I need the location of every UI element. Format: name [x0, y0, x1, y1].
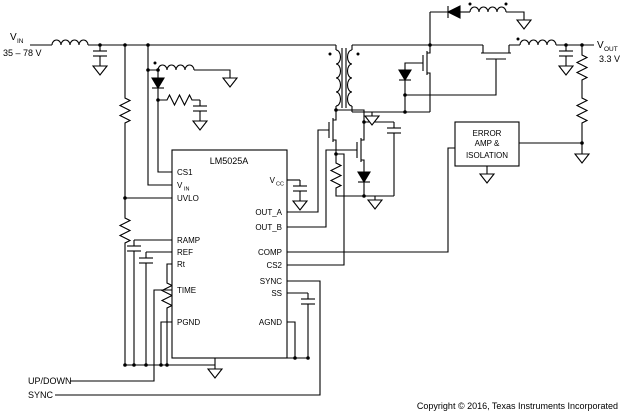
pin-cs2-label: CS2 — [266, 261, 282, 270]
rt-resistor-icon — [161, 279, 173, 311]
freewheel-fet-icon — [415, 44, 431, 82]
power-input-section — [30, 39, 336, 76]
uvlo-resistor-bottom-icon — [119, 214, 131, 246]
clamp-diode-icon — [357, 171, 371, 183]
pin-cs1-label: CS1 — [177, 168, 193, 177]
primary-fet-stage — [321, 109, 402, 210]
ic-lm5025a: LM5025A CS1 V IN UVLO RAMP REF Rt TIME P… — [171, 149, 288, 359]
vcc-cap-icon — [292, 179, 308, 198]
error-amp-label-line2: AMP & — [475, 139, 500, 148]
ramp-cap-icon — [126, 239, 142, 258]
pin-vin-sub-label: IN — [184, 187, 190, 193]
vin-sub-label: IN — [17, 38, 24, 45]
output-filter — [519, 44, 590, 164]
vout-label: V — [597, 40, 604, 51]
output-cap-icon — [558, 44, 574, 63]
uvlo-divider — [119, 45, 172, 365]
feedback-resistor-top-icon — [576, 51, 588, 83]
vout-value-label: 3.3 V — [599, 54, 620, 64]
copyright-text: Copyright © 2016, Texas Instruments Inco… — [417, 401, 618, 411]
pin-outb-label: OUT_B — [255, 223, 282, 232]
ic-name-label: LM5025A — [210, 156, 249, 166]
main-fet-icon — [321, 111, 337, 149]
ground-icon — [558, 61, 574, 76]
ground-icon — [574, 149, 590, 164]
pin-vcc-label: V — [270, 176, 276, 185]
ground-icon — [92, 61, 108, 76]
pin-ramp-label: RAMP — [177, 236, 200, 245]
vin-label: V — [10, 32, 17, 43]
ground-icon — [364, 111, 380, 126]
junction-dots — [98, 2, 584, 367]
vin-range-label: 35 – 78 V — [3, 48, 42, 58]
input-inductor-icon — [51, 39, 89, 46]
input-cap-icon — [92, 44, 108, 63]
output-inductor-icon — [519, 39, 557, 46]
bias-resistor-icon — [163, 94, 195, 106]
bias-inductor-icon — [157, 64, 195, 71]
error-amp-label-line3: ISOLATION — [466, 151, 508, 160]
ref-cap-icon — [138, 251, 154, 270]
control-passives — [125, 239, 223, 379]
error-amp-label-line1: ERROR — [473, 129, 502, 138]
pin-sync-label: SYNC — [260, 277, 282, 286]
pin-outa-label: OUT_A — [255, 208, 282, 217]
forward-fet-icon — [405, 45, 511, 96]
transformer-primary-icon — [335, 49, 342, 107]
sync-rectifier-stage — [352, 39, 594, 126]
pin-vcc-sub-label: CC — [276, 182, 284, 188]
pin-uvlo-label: UVLO — [177, 194, 199, 203]
reset-inductor-icon — [469, 6, 507, 13]
ground-icon — [207, 364, 223, 379]
pin-ref-label: REF — [177, 248, 193, 257]
pin-vin-label: V — [177, 181, 183, 190]
ss-cap-icon — [300, 292, 316, 311]
transformer-secondary-icon — [346, 49, 353, 107]
error-amp-block: ERROR AMP & ISOLATION — [454, 121, 520, 184]
gate-clamp-diode-icon — [398, 69, 412, 81]
uvlo-resistor-top-icon — [119, 94, 131, 126]
sense-resistor-icon — [330, 159, 342, 191]
ground-icon — [516, 15, 532, 30]
pin-agnd-label: AGND — [259, 318, 282, 327]
transformer — [335, 45, 353, 112]
pin-time-label: TIME — [177, 286, 196, 295]
ground-icon — [367, 195, 383, 210]
bias-cap-icon — [192, 99, 208, 118]
reset-diode-icon — [447, 5, 461, 19]
ground-icon — [192, 116, 208, 131]
pin-comp-label: COMP — [258, 248, 282, 257]
bias-diode-icon — [151, 77, 165, 89]
ground-icon — [222, 73, 238, 88]
feedback-resistor-bottom-icon — [576, 94, 588, 126]
updown-label: UP/DOWN — [28, 376, 72, 386]
pin-ss-label: SS — [271, 289, 282, 298]
vout-sub-label: OUT — [604, 46, 618, 53]
pin-pgnd-label: PGND — [177, 318, 200, 327]
reset-network — [429, 5, 532, 45]
sync-signal-label: SYNC — [28, 390, 54, 400]
pin-rt-label: Rt — [177, 260, 186, 269]
terminal-labels: V IN 35 – 78 V V OUT 3.3 V UP/DOWN SYNC — [3, 32, 620, 400]
clamp-fet-icon — [349, 131, 365, 169]
ground-icon — [292, 196, 308, 211]
ic-routing — [55, 129, 455, 396]
ground-icon — [479, 169, 495, 184]
clamp-cap-icon — [386, 121, 402, 140]
